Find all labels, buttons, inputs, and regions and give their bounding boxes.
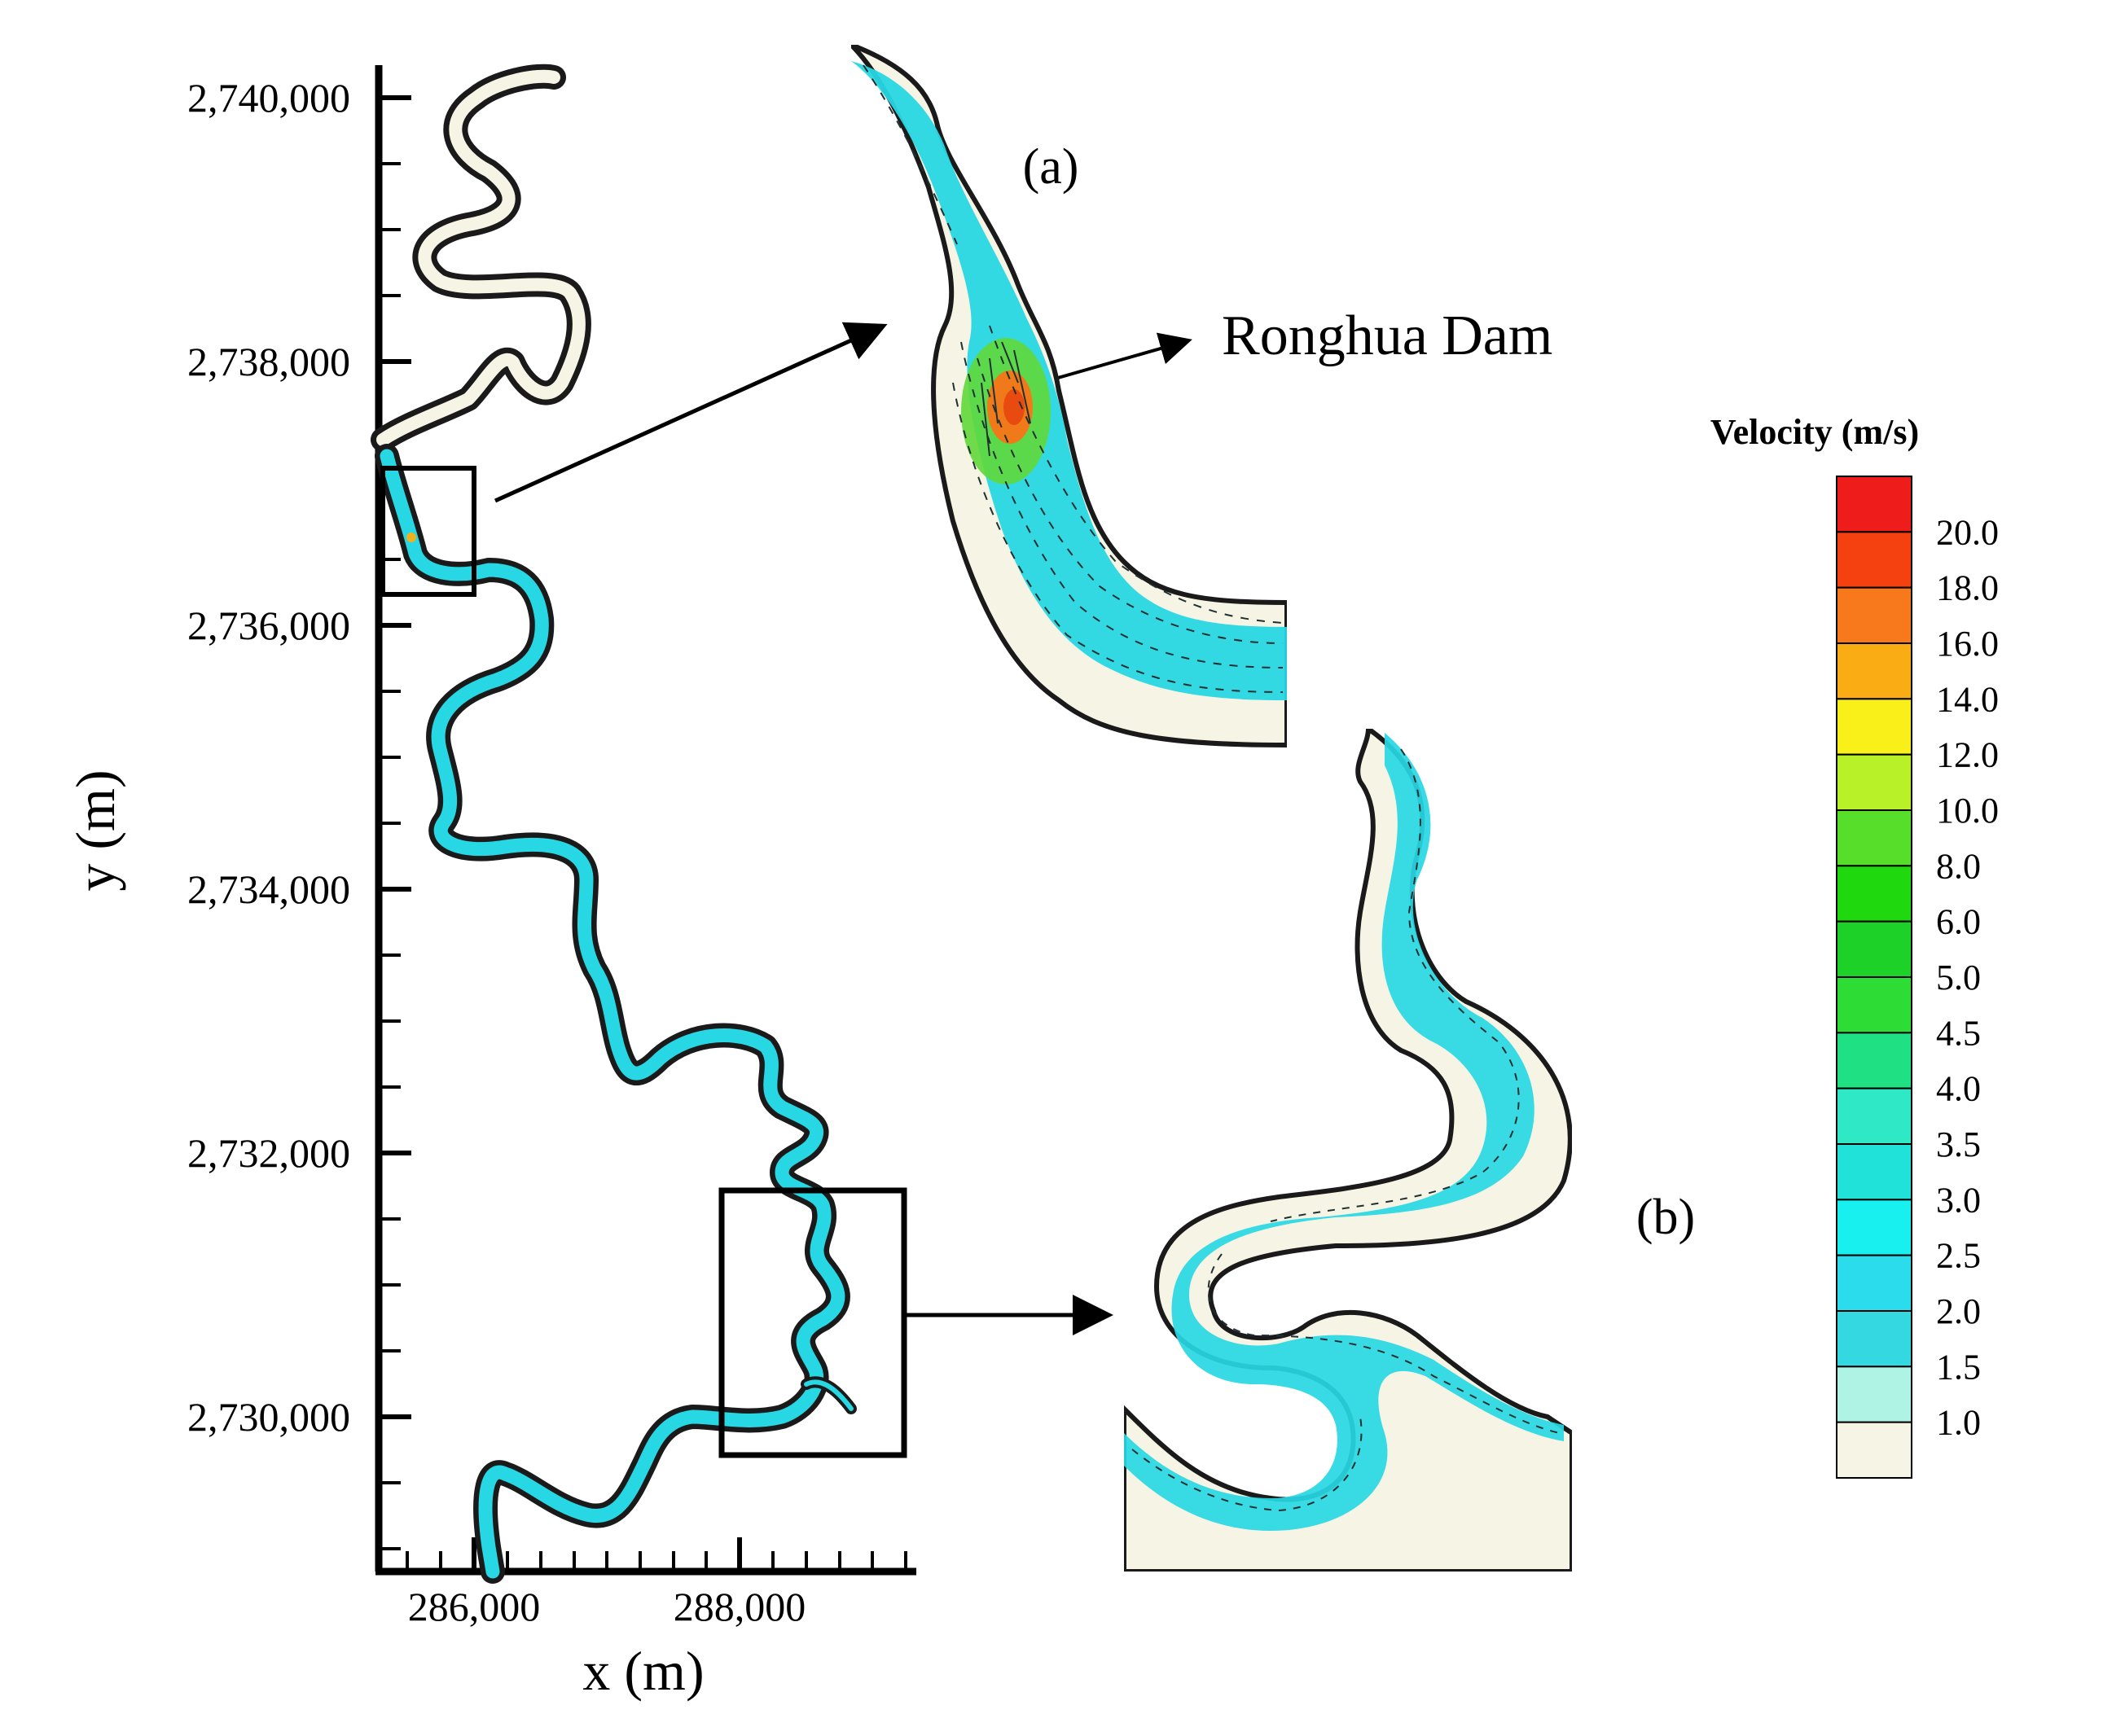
legend-level-label: 18.0 [1936, 568, 1999, 608]
y-tick-label: 2,740,000 [187, 75, 350, 121]
y-tick-label: 2,732,000 [187, 1130, 350, 1176]
legend-swatch [1836, 753, 1912, 812]
y-tick-label: 2,730,000 [187, 1394, 350, 1440]
legend-labels: 20.0 18.0 16.0 14.0 12.0 10.0 8.0 6.0 5.0 4.5 4.0 3… [1936, 512, 1999, 1442]
y-tick-label: 2,734,000 [187, 866, 350, 912]
y-tick-label: 2,738,000 [187, 339, 350, 384]
legend-level-label: 6.0 [1936, 902, 1981, 942]
legend-level-label: 2.5 [1936, 1236, 1981, 1276]
legend-level-label: 4.5 [1936, 1013, 1981, 1053]
legend-swatch [1836, 1366, 1912, 1423]
legend-swatch [1836, 1310, 1912, 1368]
legend-swatch [1836, 1254, 1912, 1312]
legend-level-label: 1.5 [1936, 1347, 1981, 1387]
x-minor-ticks [406, 1551, 907, 1572]
legend-swatch [1836, 920, 1912, 978]
legend-level-label: 4.0 [1936, 1069, 1981, 1109]
legend-level-label: 14.0 [1936, 679, 1999, 719]
legend-swatch [1836, 586, 1912, 645]
legend-level-label: 20.0 [1936, 512, 1999, 552]
inset-box-a [380, 466, 476, 597]
river-downstream [375, 444, 857, 1584]
dam-arrow [1046, 332, 1192, 383]
legend-swatch [1836, 976, 1912, 1034]
legend-swatch [1836, 1087, 1912, 1145]
legend-swatch [1836, 1032, 1912, 1089]
legend-level-label: 12.0 [1936, 735, 1999, 775]
legend-swatch [1836, 1143, 1912, 1201]
legend-level-label: 16.0 [1936, 624, 1999, 664]
main-map: 2,740,000 2,738,000 2,736,000 2,734,000 … [64, 64, 916, 1702]
panel-label-b: (b) [1636, 1190, 1695, 1245]
callout-arrow-a [494, 322, 888, 503]
legend-level-label: 2.0 [1936, 1291, 1981, 1331]
dam-label: Ronghua Dam [1222, 305, 1552, 367]
velocity-legend: Velocity (m/s) 20.0 18.0 16.0 14.0 12.0 10.0 8… [1710, 412, 1999, 1479]
legend-swatch [1836, 1199, 1912, 1256]
x-tick-label: 286,000 [408, 1584, 541, 1629]
legend-swatch [1836, 642, 1912, 700]
legend-level-label: 10.0 [1936, 791, 1999, 831]
y-tick-label: 2,736,000 [187, 603, 350, 648]
legend-level-label: 3.0 [1936, 1180, 1981, 1220]
y-major-ticks [379, 95, 411, 1419]
legend-title: Velocity (m/s) [1710, 412, 1919, 452]
legend-level-label: 8.0 [1936, 846, 1981, 886]
x-axis-title: x (m) [582, 1640, 704, 1702]
inset-b [1124, 729, 1572, 1572]
legend-swatch [1836, 531, 1912, 589]
legend-level-label: 1.0 [1936, 1403, 1981, 1443]
legend-swatch [1836, 865, 1912, 923]
river-upstream [371, 64, 591, 452]
x-tick-label: 288,000 [674, 1584, 806, 1629]
x-major-ticks [472, 1537, 742, 1572]
panel-label-a: (a) [1023, 139, 1079, 195]
legend-level-label: 5.0 [1936, 958, 1981, 997]
legend-swatch [1836, 476, 1912, 533]
legend-level-label: 3.5 [1936, 1124, 1981, 1164]
inset-box-b [718, 1187, 907, 1458]
y-axis-title: y (m) [64, 769, 126, 891]
inset-a [851, 45, 1287, 748]
legend-swatch [1836, 809, 1912, 867]
legend-colorbar [1836, 476, 1912, 1479]
legend-swatch [1836, 1421, 1912, 1479]
legend-swatch [1836, 698, 1912, 756]
